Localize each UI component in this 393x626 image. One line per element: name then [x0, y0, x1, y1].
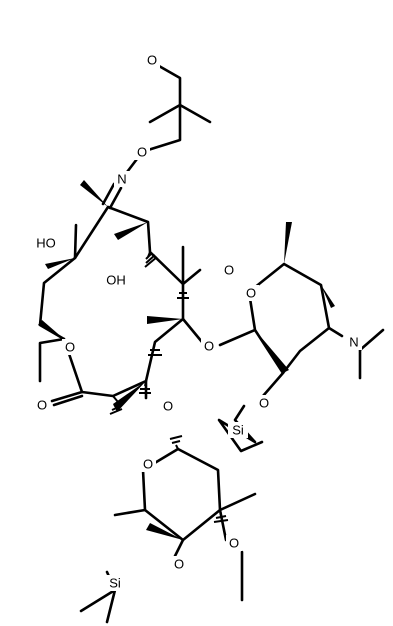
atom-o-carbonyl: O [37, 398, 47, 413]
atom-o-lactone-ring: O [65, 340, 75, 355]
atom-n-dimethylamino: N [349, 335, 358, 350]
hashed-bonds [109, 251, 229, 523]
atom-o-glyco-bottom: O [163, 399, 173, 414]
atom-o-methoxy-ring: O [224, 263, 234, 278]
atom-oh-right: OH [106, 273, 126, 288]
atom-oh-left: HO [36, 236, 56, 251]
atom-o-glyco-right: O [204, 339, 214, 354]
wedge-bonds [38, 180, 335, 540]
atom-labels: O O N O HO OH O O O O N O Si O O O O [33, 52, 362, 591]
atom-o-silyl-bottom: O [174, 557, 184, 572]
atom-o-methoxy-sugar: O [229, 536, 239, 551]
atom-si-right: Si [232, 423, 244, 438]
atom-o-oxime: O [137, 145, 147, 160]
atom-o-sugar-right-ring: O [246, 286, 256, 301]
atom-si-bottom: Si [109, 576, 121, 591]
atom-n-oxime: N [117, 172, 126, 187]
atom-o-sugar-bottom-ring: O [143, 457, 153, 472]
atom-o-ether-top: O [147, 53, 157, 68]
atom-o-silyl-right: O [259, 396, 269, 411]
